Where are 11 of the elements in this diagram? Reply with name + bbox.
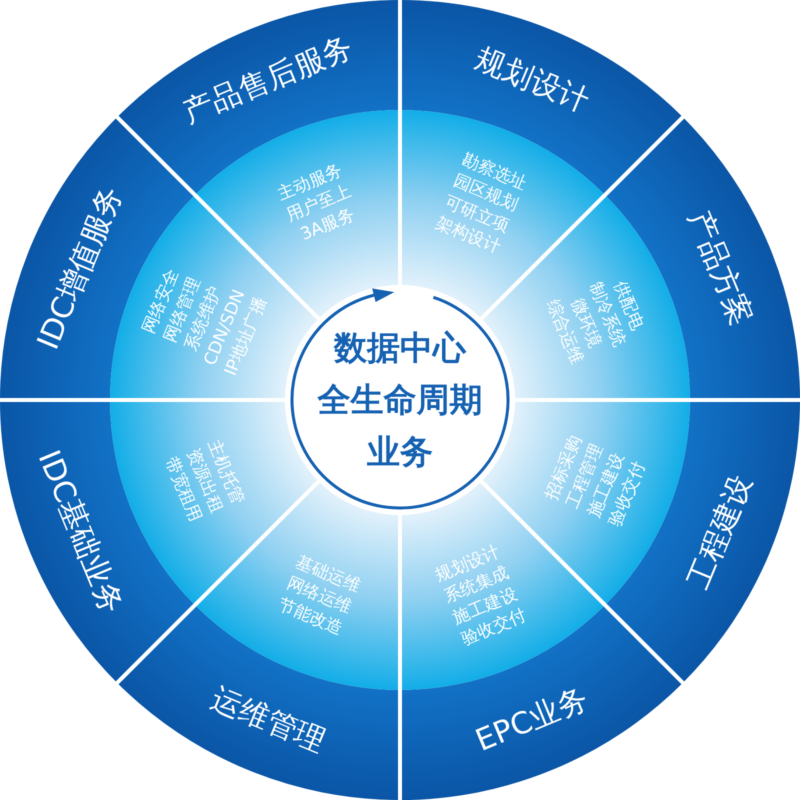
- center-title: 业务: [367, 431, 433, 473]
- center-title: 全生命周期: [318, 379, 482, 421]
- sector-title: EPC业务: [472, 682, 594, 758]
- sector-title: 工程建设: [681, 470, 758, 594]
- sector-title: 产品售后服务: [178, 30, 358, 130]
- sector-title: 运维管理: [206, 681, 330, 758]
- sector-title: IDC增值服务: [32, 181, 129, 354]
- sector-title: 产品方案: [681, 206, 758, 330]
- sector-title: IDC基础业务: [32, 446, 129, 619]
- center-title: 数据中心: [334, 327, 466, 369]
- sector-title: 规划设计: [470, 42, 594, 119]
